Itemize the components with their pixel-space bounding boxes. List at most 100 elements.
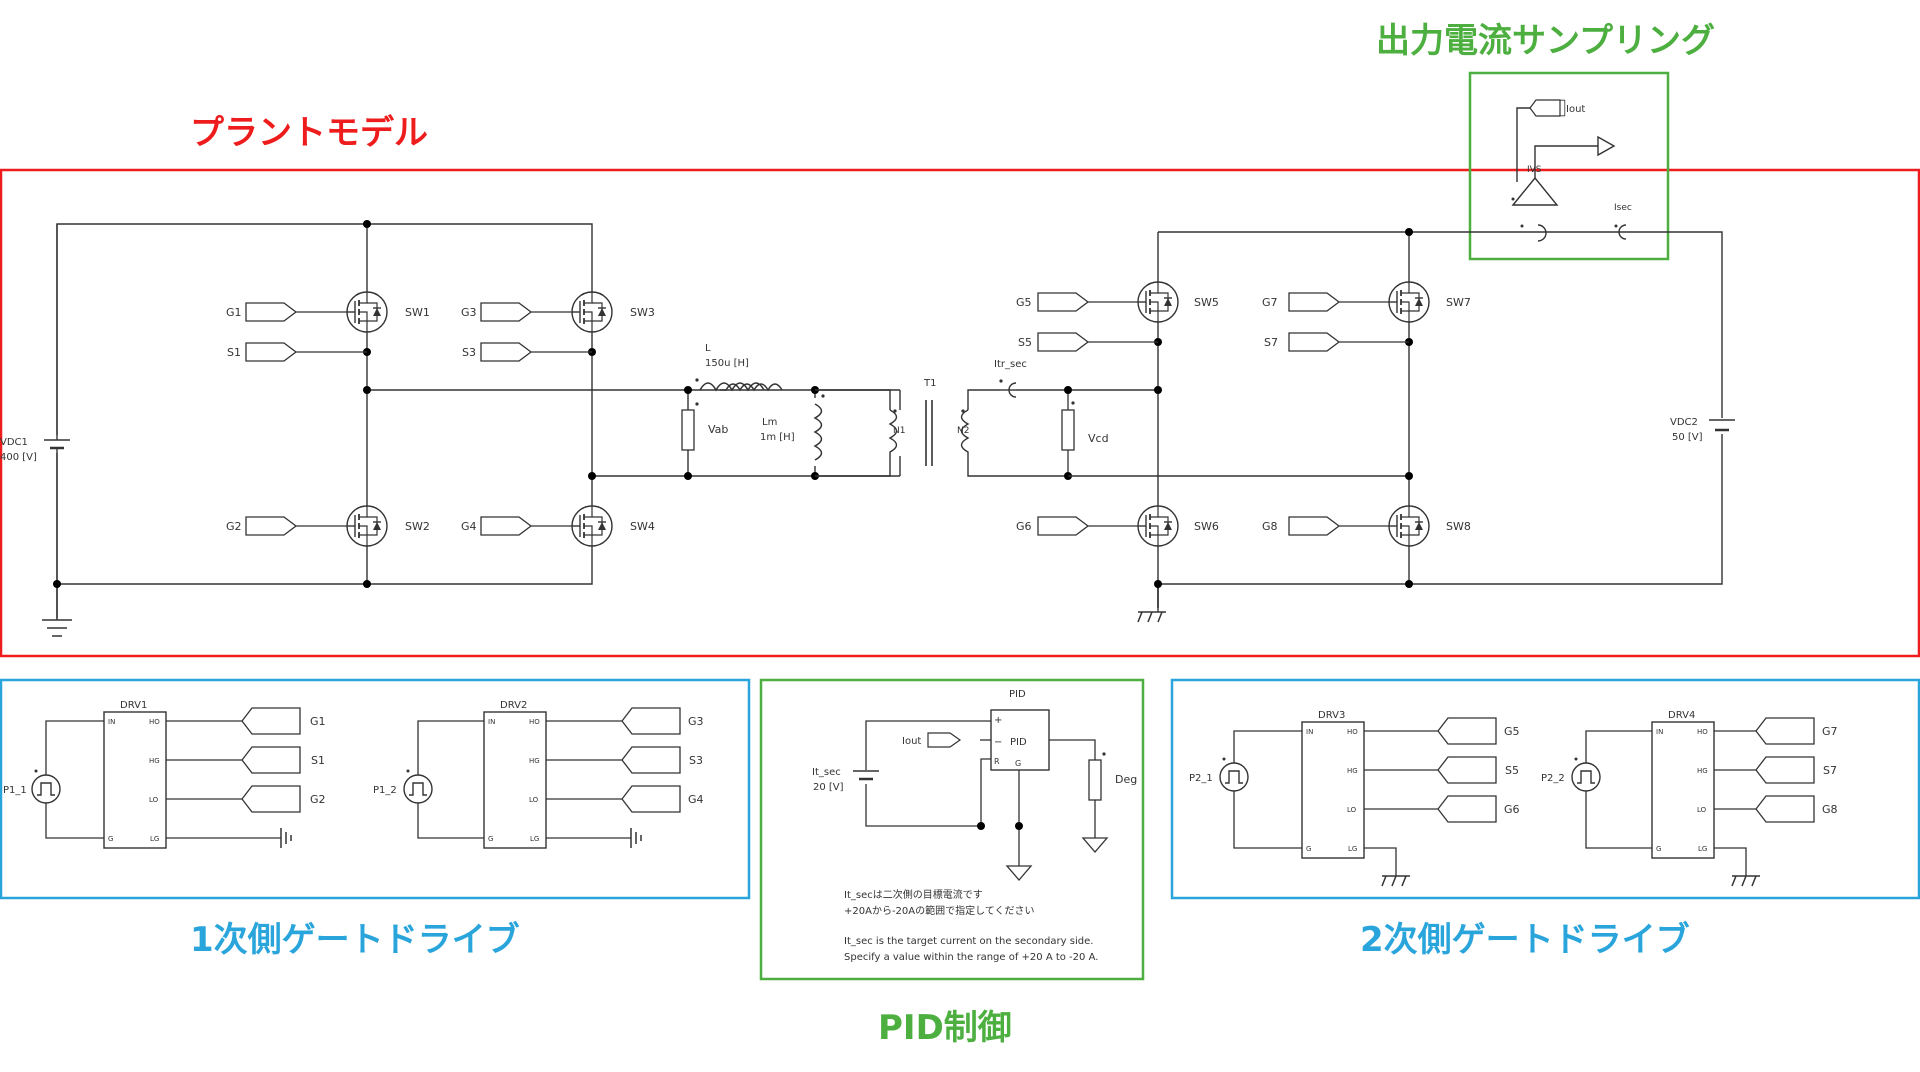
svg-text:G: G xyxy=(1306,845,1311,853)
g8-label: G8 xyxy=(1262,520,1278,533)
primary-junctions xyxy=(53,220,819,588)
g6-label: G6 xyxy=(1016,520,1032,533)
svg-text:HO: HO xyxy=(1347,728,1358,736)
drv1-out-s1: S1 xyxy=(311,754,325,767)
n2-label: N2 xyxy=(957,426,969,436)
port-tag-g6 xyxy=(1037,516,1089,536)
port-tag-g2 xyxy=(245,516,297,536)
magnetizing-inductor-lm xyxy=(808,398,823,466)
svg-text:LO: LO xyxy=(1347,806,1357,814)
transformer-t1 xyxy=(815,389,1068,477)
iout-sampling-label: Iout xyxy=(1566,104,1585,115)
svg-text:HO: HO xyxy=(149,718,160,726)
svg-text:LO: LO xyxy=(149,796,159,804)
drv1-out-g2: G2 xyxy=(310,793,326,806)
drv2-port-g3 xyxy=(621,707,681,735)
ivs-label: IVS xyxy=(1527,165,1542,175)
svg-text:LG: LG xyxy=(1698,845,1707,853)
svg-text:HG: HG xyxy=(1347,767,1358,775)
vdc1-label: VDC1 xyxy=(0,437,28,448)
drv3-port-s5 xyxy=(1437,756,1497,784)
p2-2-label: P2_2 xyxy=(1541,773,1565,784)
secondary-gate-drive-box xyxy=(1170,678,1920,900)
drv4-label: DRV4 xyxy=(1668,710,1695,721)
svg-text:HG: HG xyxy=(529,757,540,765)
p1-1-label: P1_1 xyxy=(3,785,27,796)
svg-text:LG: LG xyxy=(1348,845,1357,853)
t1-label: T1 xyxy=(923,378,936,389)
drv3-out-s5: S5 xyxy=(1505,764,1519,777)
p1-2-pulse-source xyxy=(403,774,433,804)
drv4-out-g7: G7 xyxy=(1822,725,1838,738)
s1-label: S1 xyxy=(227,346,241,359)
itr-sec-probe xyxy=(1000,382,1158,398)
driver-drv4 xyxy=(1651,721,1715,859)
svg-text:HG: HG xyxy=(1697,767,1708,775)
g2-label: G2 xyxy=(226,520,242,533)
drv1-out-g1: G1 xyxy=(310,715,326,728)
inductor-l-value: 150u [H] xyxy=(705,358,749,369)
p2-2-pulse-source xyxy=(1571,762,1601,792)
switch-sw2 xyxy=(346,505,388,547)
drv1-label: DRV1 xyxy=(120,700,147,711)
vdc2-label: VDC2 xyxy=(1670,417,1698,428)
port-tag-s5 xyxy=(1037,332,1089,352)
primary-gate-wires xyxy=(296,311,592,527)
iout-tag xyxy=(1529,99,1561,117)
drv3-out-g5: G5 xyxy=(1504,725,1520,738)
pid-iout-tag xyxy=(927,732,962,748)
drv3-wiring xyxy=(1233,730,1438,876)
primary-gate-drive-box xyxy=(0,678,751,900)
drv2-ground-icon xyxy=(630,827,642,849)
svg-text:LG: LG xyxy=(150,835,159,843)
svg-text:G: G xyxy=(108,835,113,843)
port-tag-g1 xyxy=(245,302,297,322)
pid-control-box xyxy=(759,678,1145,981)
pid-block xyxy=(990,709,1050,771)
drv1-port-g1 xyxy=(241,707,301,735)
drv3-port-g5 xyxy=(1437,717,1497,745)
drv2-port-g4 xyxy=(621,785,681,813)
pid-pin-plus: + xyxy=(994,715,1002,726)
drv2-out-g3: G3 xyxy=(688,715,704,728)
sw5-label: SW5 xyxy=(1194,296,1219,309)
sw7-label: SW7 xyxy=(1446,296,1471,309)
secondary-ground xyxy=(1137,611,1167,623)
drv1-wiring xyxy=(45,720,281,839)
deg-ground-icon xyxy=(1081,837,1109,853)
svg-text:G: G xyxy=(1656,845,1661,853)
deg-probe xyxy=(1088,759,1102,801)
sw1-label: SW1 xyxy=(405,306,430,319)
port-tag-s7 xyxy=(1288,332,1340,352)
lm-label: Lm xyxy=(762,417,777,428)
svg-text:HO: HO xyxy=(1697,728,1708,736)
vdc2-value: 50 [V] xyxy=(1672,432,1703,443)
drv2-port-s3 xyxy=(621,746,681,774)
svg-text:G: G xyxy=(488,835,493,843)
switch-sw1 xyxy=(346,291,388,333)
deg-label: Deg xyxy=(1115,773,1137,786)
vcd-probe xyxy=(1061,390,1075,476)
g4-label: G4 xyxy=(461,520,477,533)
s3-label: S3 xyxy=(462,346,476,359)
drv1-ground-icon xyxy=(280,827,292,849)
switch-sw5 xyxy=(1137,281,1179,323)
drv4-port-g7 xyxy=(1755,717,1815,745)
pid-note-en-2: Specify a value within the range of +20 … xyxy=(844,952,1098,963)
drv2-out-g4: G4 xyxy=(688,793,704,806)
drv4-port-s7 xyxy=(1755,756,1815,784)
pid-block-inner: PID xyxy=(1010,737,1027,748)
port-tag-g3 xyxy=(480,302,532,322)
pid-ground-icon xyxy=(1005,865,1033,881)
switch-sw7 xyxy=(1388,281,1430,323)
pid-control-title: PID制御 xyxy=(878,1008,1012,1048)
drv4-port-g8 xyxy=(1755,795,1815,823)
svg-text:HO: HO xyxy=(529,718,540,726)
n1-label: N1 xyxy=(893,426,905,436)
vcd-label: Vcd xyxy=(1088,432,1109,445)
vdc1-ground xyxy=(42,584,72,637)
vdc1-source xyxy=(44,224,70,584)
switch-sw3 xyxy=(571,291,613,333)
svg-text:LO: LO xyxy=(1697,806,1707,814)
